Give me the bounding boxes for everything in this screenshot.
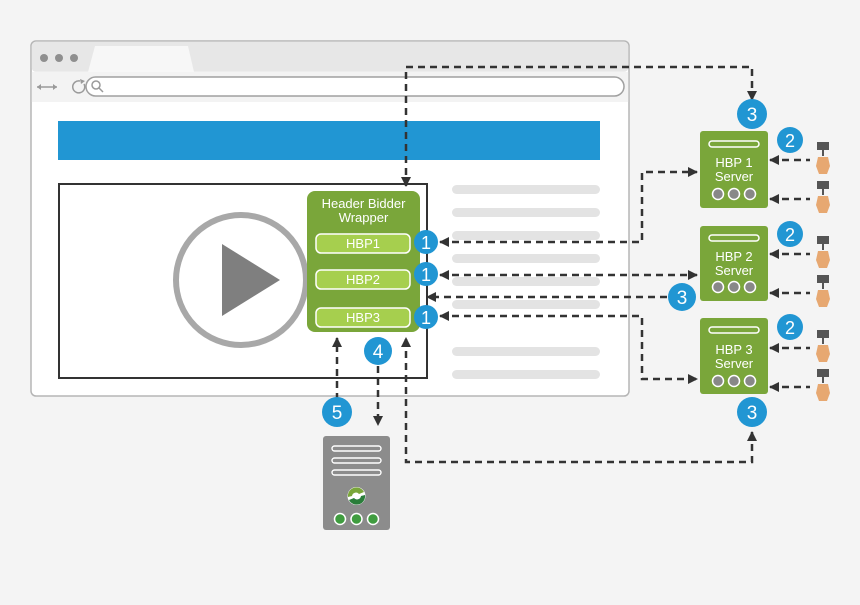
reload-icon[interactable]	[72, 80, 86, 94]
wrapper-title-line2: Wrapper	[339, 210, 389, 225]
step-badge-1-hbp1: 1	[414, 230, 438, 254]
back-forward-icon[interactable]	[37, 84, 57, 90]
step-badge-5: 5	[322, 397, 352, 427]
step-badge-4: 4	[364, 337, 392, 365]
hbp3-server-label-line2: Server	[715, 356, 754, 371]
step-badge-1-hbp3: 1	[414, 305, 438, 329]
hbp1-slot-label: HBP1	[346, 236, 380, 251]
bidder-hands	[816, 142, 830, 401]
svg-text:1: 1	[421, 233, 431, 253]
header-banner	[58, 121, 600, 160]
hbp2-server-label-line2: Server	[715, 263, 754, 278]
window-controls	[40, 54, 78, 62]
svg-text:1: 1	[421, 265, 431, 285]
svg-text:2: 2	[785, 225, 795, 245]
hbp2-server: HBP 2 Server	[700, 226, 768, 301]
hbp2-slot	[315, 269, 411, 290]
browser-tab[interactable]	[88, 46, 194, 72]
step-badges: 1 1 1 2 2 2 3 3 3 4 5	[322, 99, 803, 427]
hand-icon	[816, 181, 830, 213]
hbp1-slot	[315, 233, 411, 254]
hbp3-slot	[315, 307, 411, 328]
step-badge-3-server3: 3	[737, 397, 767, 427]
svg-text:5: 5	[332, 403, 343, 424]
step-badge-2-server2: 2	[777, 221, 803, 247]
step-badge-2-server1: 2	[777, 127, 803, 153]
svg-text:3: 3	[747, 105, 758, 126]
address-bar[interactable]	[85, 76, 625, 97]
play-icon[interactable]	[173, 212, 309, 348]
svg-text:4: 4	[373, 342, 384, 363]
hbp3-slot-label: HBP3	[346, 310, 380, 325]
step-badge-3-server2: 3	[668, 283, 696, 311]
step-badge-2-server3: 2	[777, 314, 803, 340]
text-placeholder-lines	[452, 185, 600, 379]
hbp3-server: HBP 3 Server	[700, 318, 768, 394]
hand-icon	[816, 236, 830, 268]
hbp2-slot-label: HBP2	[346, 272, 380, 287]
wrapper-title-line1: Header Bidder	[322, 196, 406, 211]
svg-text:2: 2	[785, 131, 795, 151]
step-badge-3-server1: 3	[737, 99, 767, 129]
svg-text:3: 3	[677, 288, 688, 309]
hand-icon	[816, 369, 830, 401]
step-badge-1-hbp2: 1	[414, 262, 438, 286]
hbp1-server: HBP 1 Server	[700, 131, 768, 208]
hbp1-server-label-line2: Server	[715, 169, 754, 184]
hand-icon	[816, 330, 830, 362]
hand-icon	[816, 275, 830, 307]
svg-text:1: 1	[421, 308, 431, 328]
header-bidder-wrapper: Header Bidder Wrapper HBP1 HBP2 HBP3	[307, 191, 420, 332]
ad-server-logo-icon	[347, 487, 366, 505]
svg-text:3: 3	[747, 403, 758, 424]
search-icon	[91, 80, 104, 93]
hbp1-server-label-line1: HBP 1	[715, 155, 752, 170]
hbp3-server-label-line1: HBP 3	[715, 342, 752, 357]
ad-server	[323, 436, 390, 530]
hand-icon	[816, 142, 830, 174]
connector-lines	[332, 65, 810, 464]
svg-text:2: 2	[785, 318, 795, 338]
hbp2-server-label-line1: HBP 2	[715, 249, 752, 264]
